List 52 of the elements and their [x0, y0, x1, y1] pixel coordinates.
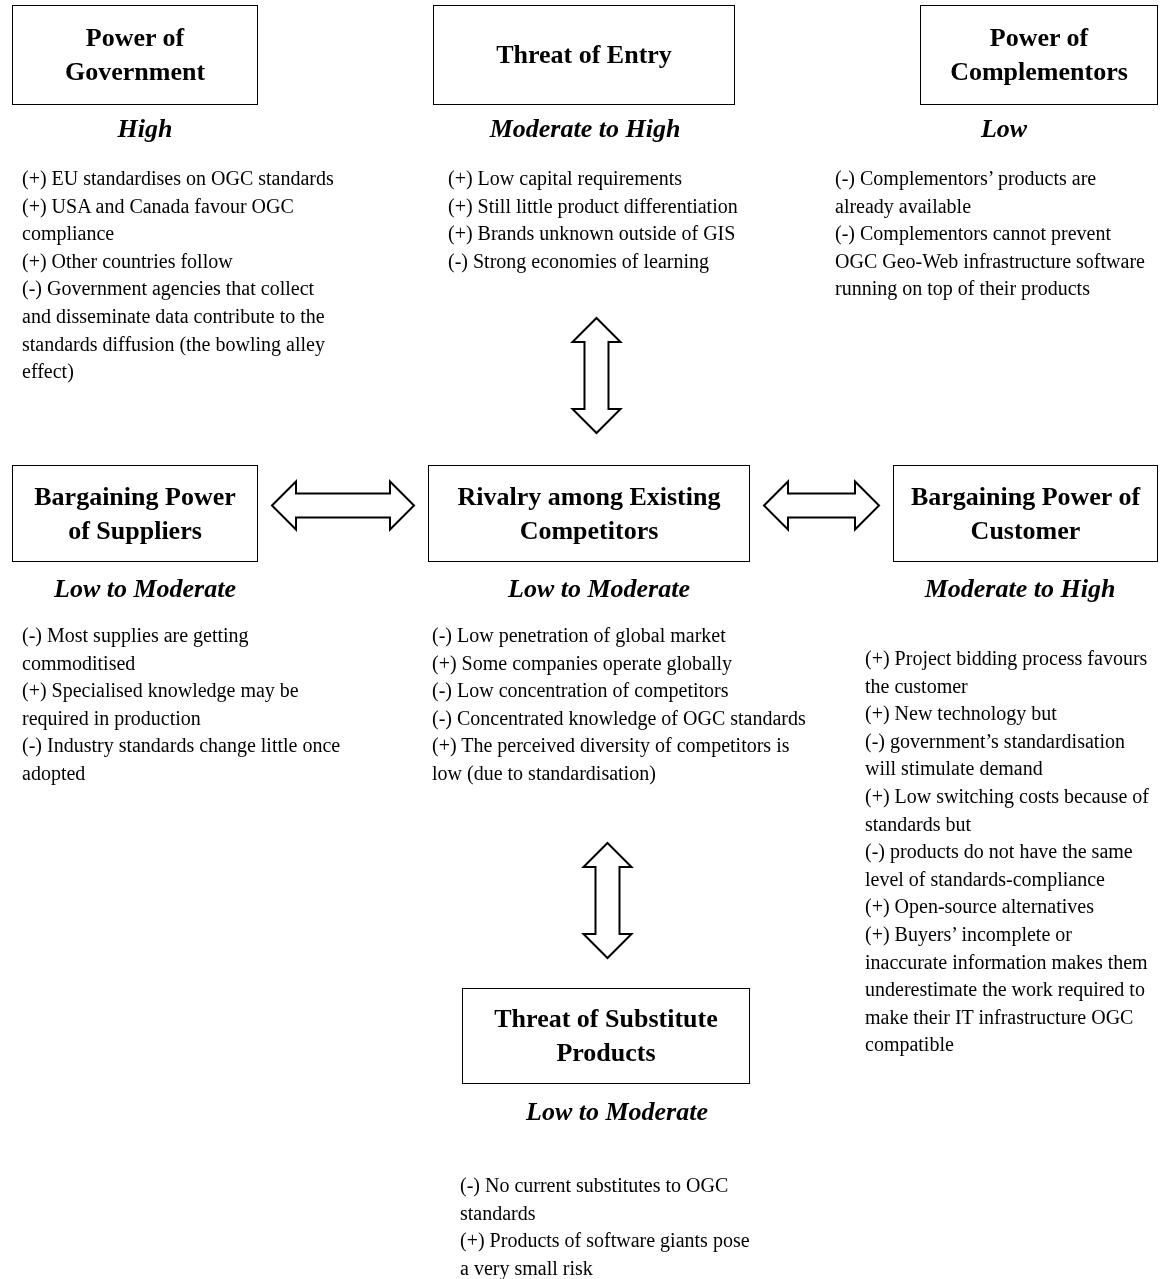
force-box	[462, 988, 750, 1084]
force-rating: High	[117, 113, 173, 145]
factor-item: (+) Open-source alternatives	[865, 894, 1095, 920]
factor-item: (-) Complementors cannot prevent OGC Geo-Web infrastructure software running on top of their products	[835, 221, 1146, 302]
factor-item: (-) Government agencies that collect and disseminate data contribute to the standards diffusion (the bowling alley effect)	[22, 276, 326, 385]
force-title: Threat of Substitute Products	[493, 1003, 719, 1069]
force-title: Rivalry among Existing Competitors	[456, 480, 722, 547]
force-rating: Low to Moderate	[508, 573, 690, 605]
factor-item: (+) Some companies operate globally	[432, 650, 734, 677]
factor-item: (-) Most supplies are getting commoditised	[22, 623, 250, 676]
force-title: Threat of Entry	[495, 39, 673, 71]
factor-item: (+) Still little product differentiation	[448, 193, 739, 220]
factor-item: (+) Low capital requirements	[448, 166, 683, 192]
force-rating: Moderate to High	[489, 113, 681, 145]
factor-item: (+) USA and Canada favour OGC compliance	[22, 193, 295, 247]
force-box	[428, 465, 750, 562]
double-arrow	[581, 841, 634, 960]
force-rating: Low	[980, 113, 1028, 145]
double-arrow	[762, 479, 881, 532]
factor-item: (+) Specialised knowledge may be required in production	[22, 678, 300, 732]
factor-item: (-) Concentrated knowledge of OGC standards	[432, 705, 807, 732]
double-arrow	[270, 479, 416, 532]
force-rating: Low to Moderate	[526, 1096, 708, 1128]
factor-item: (+) Low switching costs because of standards but	[865, 783, 1150, 837]
factor-item: (-) Low concentration of competitors	[432, 678, 730, 704]
factor-item: (-) products do not have the same level of standards-compliance	[865, 839, 1134, 893]
force-box	[433, 5, 735, 105]
force-box	[893, 465, 1158, 562]
factor-item: (+) Project bidding process favours the customer	[865, 646, 1149, 699]
force-box	[920, 5, 1158, 105]
force-title: Power of Government	[63, 22, 207, 88]
factor-item: (+) Products of software giants pose a very small risk	[460, 1228, 751, 1279]
factor-item: (+) EU standardises on OGC standards	[22, 166, 335, 192]
factor-item: (+) Other countries follow	[22, 248, 234, 275]
force-title: Bargaining Power of Suppliers	[33, 480, 237, 547]
factor-item: (+) New technology but	[865, 701, 1058, 727]
factor-item: (+) Buyers’ incomplete or inaccurate information makes them underestimate the work required to make their IT infrastructure OGC compatible	[865, 921, 1149, 1058]
force-box	[12, 5, 258, 105]
factor-item: (-) Strong economies of learning	[448, 248, 711, 275]
factor-item: (+) Brands unknown outside of GIS	[448, 221, 737, 247]
force-rating: Moderate to High	[924, 573, 1116, 605]
factor-item: (-) Complementors’ products are already available	[835, 166, 1098, 220]
force-rating: Low to Moderate	[54, 573, 236, 605]
factor-item: (-) Industry standards change little once adopted	[22, 733, 342, 787]
double-arrow	[570, 316, 623, 435]
force-title: Power of Complementors	[949, 22, 1129, 88]
factor-item: (-) Low penetration of global market	[432, 623, 727, 649]
force-box	[12, 465, 258, 562]
force-title: Bargaining Power of Customer	[909, 480, 1142, 547]
factor-item: (-) government’s standardisation will stimulate demand	[865, 728, 1126, 782]
factor-item: (+) The perceived diversity of competitors is low (due to standardisation)	[432, 733, 791, 787]
factor-item: (-) No current substitutes to OGC standards	[460, 1173, 730, 1226]
